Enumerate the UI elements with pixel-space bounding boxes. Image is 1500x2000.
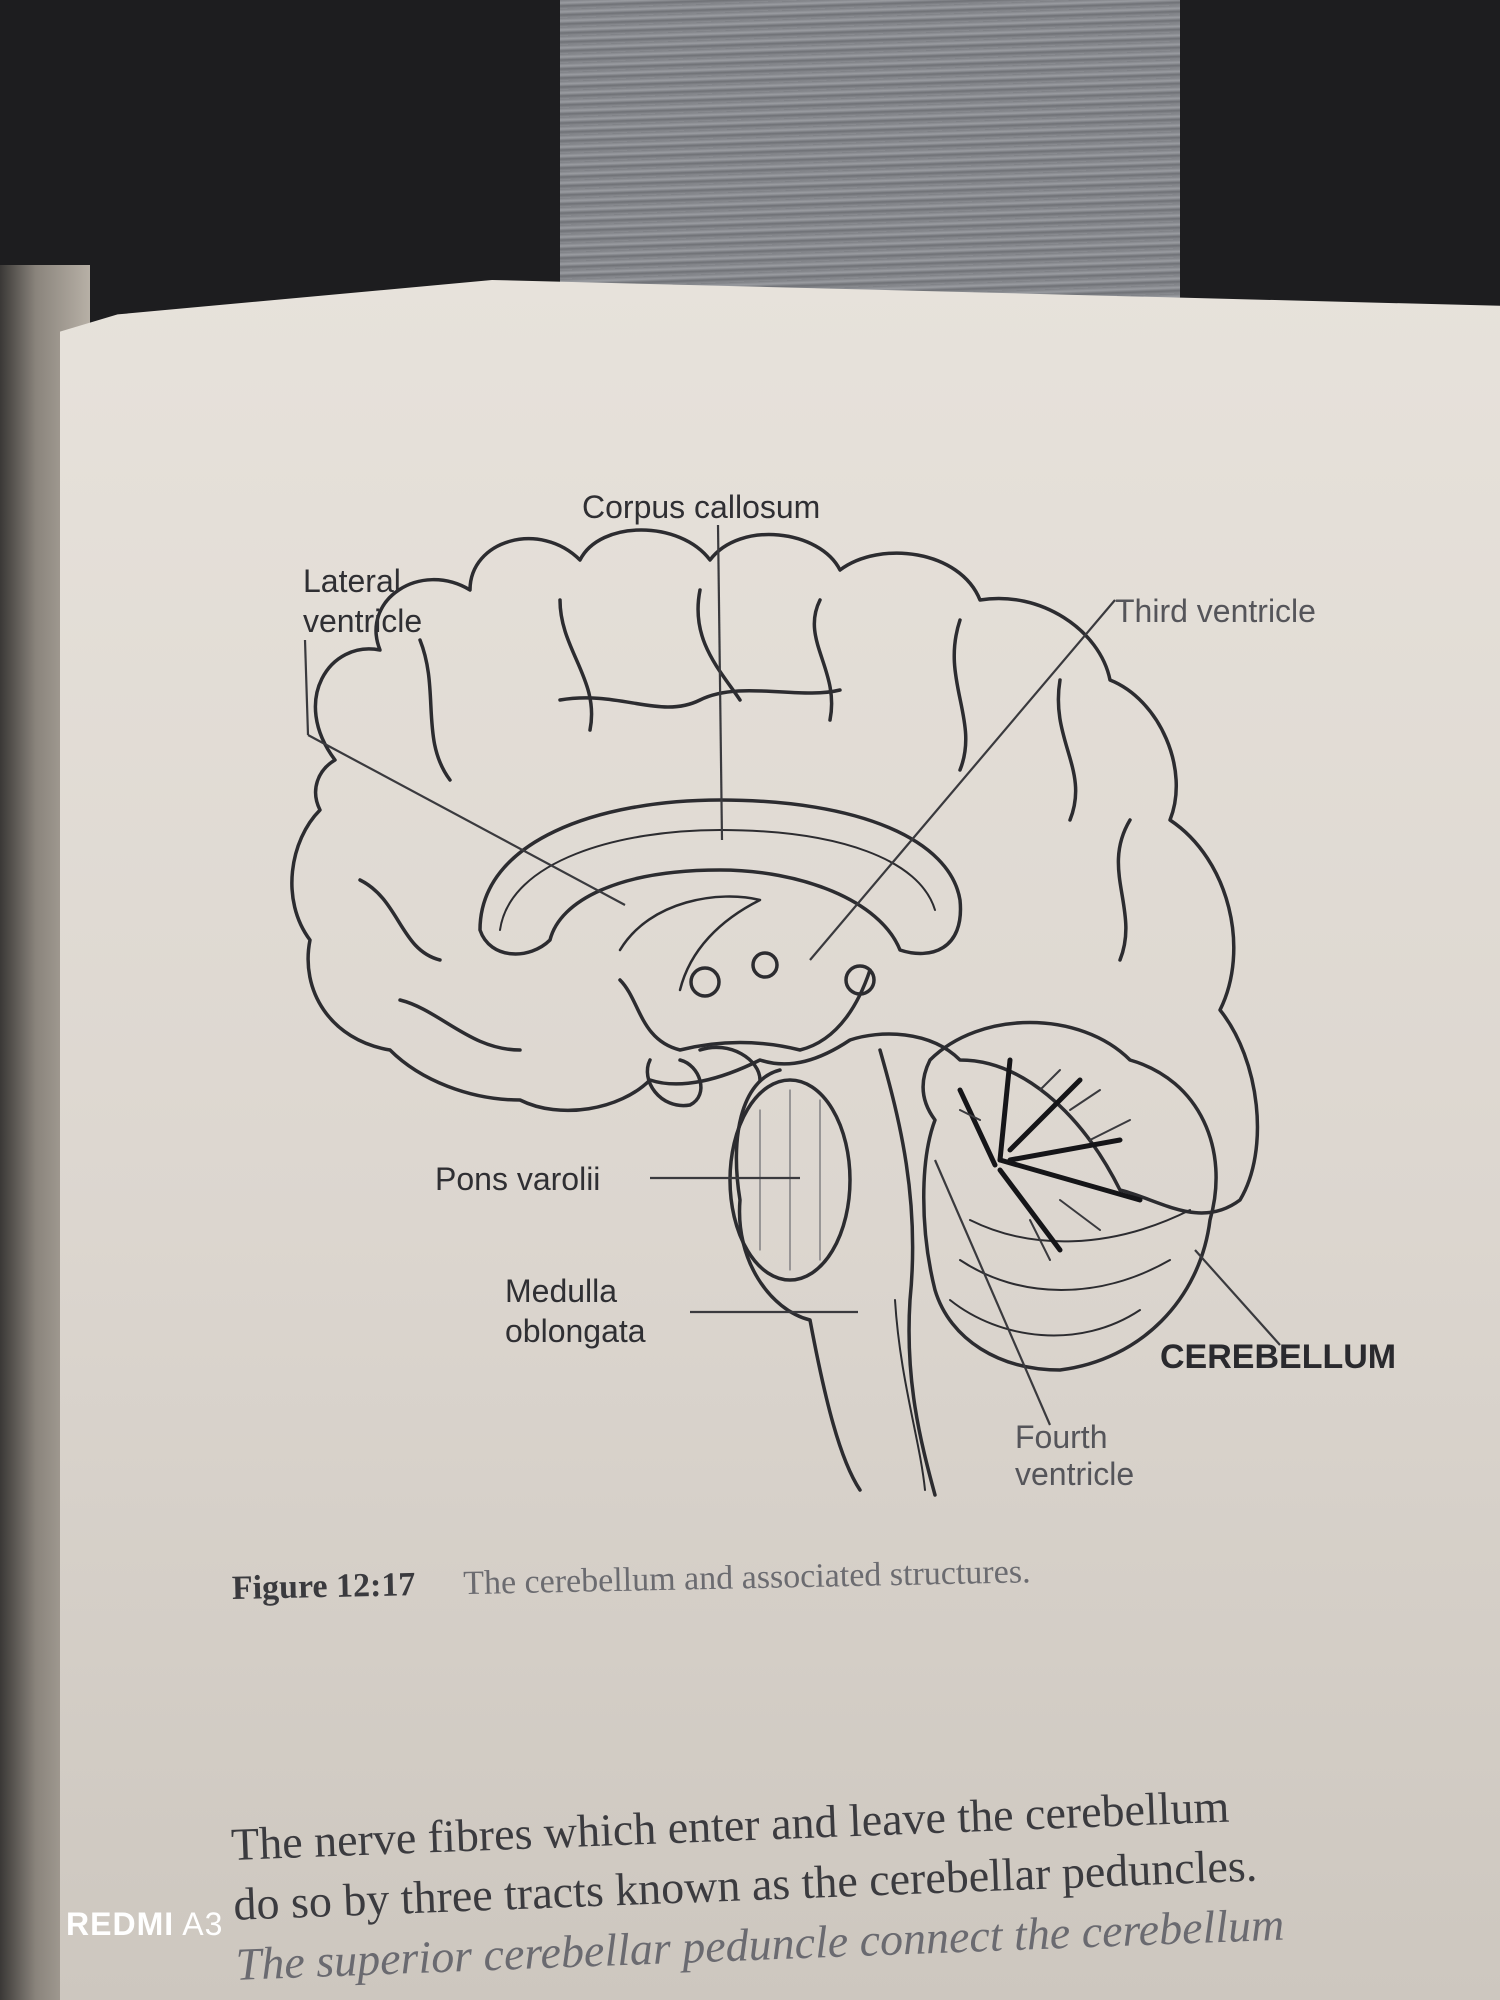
leader-cerebellum [1194,1249,1281,1346]
label-lateral-ventricle-2: ventricle [303,603,422,639]
watermark-brand: REDMI [66,1906,175,1942]
label-pons-varolii: Pons varolii [435,1161,600,1197]
figure-number: Figure 12:17 [231,1566,416,1607]
pons-shape [728,1078,852,1282]
label-cerebellum: CEREBELLUM [1160,1338,1396,1376]
cerebellum-outline [921,1020,1218,1372]
label-third-ventricle: Third ventricle [1115,593,1316,629]
label-fourth-ventricle-1: Fourth [1015,1419,1107,1455]
leader-fourth-ventricle [933,1159,1052,1426]
leader-lateral-ventricle [303,639,310,736]
leader-third-ventricle [809,599,1116,961]
book-page [60,280,1500,2000]
cerebrum-outline [290,528,1260,1215]
watermark-model: A3 [182,1906,224,1942]
label-medulla-1: Medulla [505,1273,617,1309]
leader-corpus-callosum [716,524,724,841]
label-corpus-callosum: Corpus callosum [582,489,820,525]
camera-watermark: REDMI A3 [66,1906,306,1946]
label-medulla-2: oblongata [505,1313,646,1349]
label-fourth-ventricle-2: ventricle [1015,1456,1134,1492]
label-lateral-ventricle-1: Lateral [303,563,401,599]
fabric-background [560,0,1180,310]
corpus-callosum-arch [478,798,963,956]
